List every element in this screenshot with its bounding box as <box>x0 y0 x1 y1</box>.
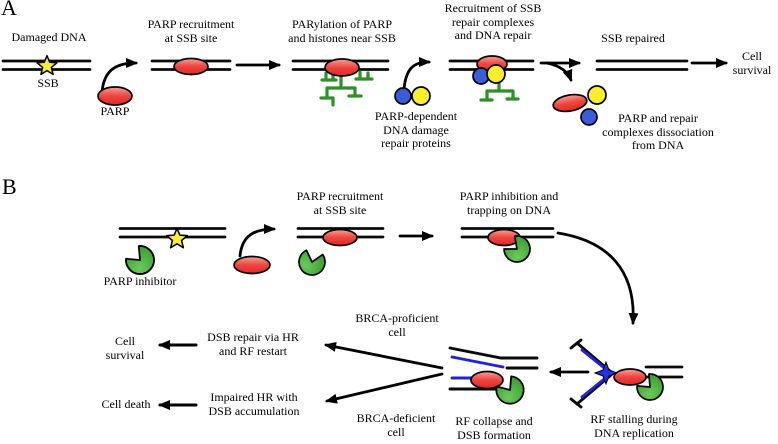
par-chain-icon <box>479 78 520 102</box>
rf-collapse-label: RF collapse and DSB formation <box>455 414 533 442</box>
arrow-brca-proficient <box>324 342 444 370</box>
parp-inhibitor-label: PARP inhibitor <box>103 274 177 288</box>
parp-inhibitor-icon <box>295 248 328 279</box>
impaired-hr-label: Impaired HR with DSB accumulation <box>208 390 300 418</box>
parp-recruitment-label-a: PARP recruitment at SSB site <box>147 17 235 45</box>
dna-parp-bound-b <box>295 227 385 279</box>
dna-repair-complex <box>448 55 535 102</box>
arrow-to-replication <box>556 231 639 325</box>
stalled-block-icon <box>593 360 619 386</box>
parp-ellipse-icon <box>613 368 647 386</box>
repair-proteins-label: PARP-dependent DNA damage repair protein… <box>374 109 458 150</box>
parp-inhibition-label: PARP inhibition and trapping on DNA <box>459 189 559 217</box>
repair-protein-yellow-icon <box>411 86 431 106</box>
parp-ellipse-icon <box>552 93 588 113</box>
panel-b-label: B <box>2 174 17 199</box>
arrow-parp-binding <box>100 58 138 94</box>
nascent-strand-blue <box>450 355 505 369</box>
dna-repaired <box>595 59 689 71</box>
arrow-parp-binding-b <box>238 224 276 258</box>
repair-protein-yellow-icon <box>486 64 506 84</box>
arrow-split-dissociation <box>539 58 581 82</box>
dissociated-complex <box>552 85 607 126</box>
panel-b-graphics <box>118 224 684 410</box>
panel-a-graphics <box>1 54 728 126</box>
repair-protein-yellow-icon <box>587 85 607 105</box>
cell-survival-label-a: Cell survival <box>732 49 772 77</box>
cell-survival-label-b: Cell survival <box>105 334 145 362</box>
replication-fork-stalled <box>569 338 684 409</box>
parp-ellipse-icon <box>233 255 271 275</box>
ssb-star-icon <box>165 227 189 249</box>
parp-ellipse-icon <box>470 370 504 390</box>
ssb-repaired-label: SSB repaired <box>601 31 665 45</box>
arrow-brca-deficient <box>325 372 444 404</box>
brca-proficient-label: BRCA-proficient cell <box>355 311 439 339</box>
brca-deficient-label: BRCA-deficient cell <box>356 411 436 439</box>
parylation-label: PARylation of PARP and histones near SSB <box>288 17 396 45</box>
repair-protein-blue-icon <box>580 108 598 126</box>
dna-ssb-b <box>118 227 227 249</box>
damaged-dna-label: Damaged DNA <box>11 30 87 44</box>
repair-proteins-recruitment <box>394 57 431 106</box>
dna-parylated <box>291 58 390 107</box>
panel-a-label: A <box>1 0 17 20</box>
dsb-repair-label: DSB repair via HR and RF restart <box>207 330 299 358</box>
dna-parp-bound <box>150 57 232 76</box>
dissociation-label: PARP and repair complexes dissociation f… <box>602 111 714 152</box>
parp-recruitment-label-b: PARP recruitment at SSB site <box>296 189 384 217</box>
ssb-label: SSB <box>37 76 59 90</box>
recruitment-repair-label: Recruitment of SSB repair complexes and … <box>444 1 542 42</box>
dna-damaged <box>1 54 92 76</box>
parp-ellipse-icon <box>97 86 133 106</box>
cell-death-label: Cell death <box>101 397 151 411</box>
parp-label: PARP <box>100 104 130 118</box>
ssb-star-icon <box>36 54 58 76</box>
replication-fork-collapsed <box>448 346 539 410</box>
repair-protein-blue-icon <box>394 87 412 105</box>
rf-stalling-label: RF stalling during DNA replication <box>590 412 678 440</box>
dna-parp-trapped <box>460 227 555 269</box>
